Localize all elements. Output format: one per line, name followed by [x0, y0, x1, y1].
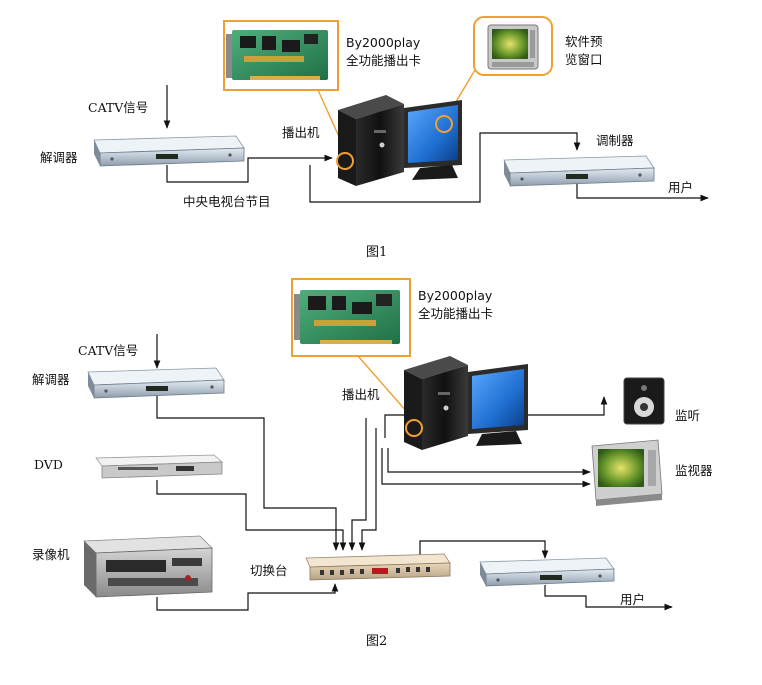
fig1-player-to-modulator	[309, 132, 581, 203]
fig1-connectors	[163, 64, 709, 203]
fig2-demod-label: 解调器	[32, 372, 70, 387]
pcb-card-icon	[294, 290, 400, 344]
speaker-icon	[623, 377, 665, 425]
fig2-monitor-label: 监视器	[675, 463, 713, 478]
fig2-player-to-switcher-a	[348, 418, 367, 551]
rack-unit-icon	[93, 135, 245, 167]
fig2-card-slot-highlight	[405, 419, 423, 437]
pc-tower-icon	[404, 356, 468, 450]
fig1-card-box	[223, 20, 339, 91]
fig2-card-box	[291, 278, 411, 357]
fig2-player-to-switcher-b	[358, 428, 377, 551]
rack-unit-icon	[503, 155, 655, 187]
fig2-caption: 图2	[366, 634, 387, 649]
pcb-card-icon	[226, 30, 328, 80]
fig1-screen-highlight	[435, 115, 453, 133]
fig2-user-label: 用户	[620, 592, 645, 607]
fig1-preview-line1: 软件预	[565, 34, 603, 49]
fig2-card-subtitle: 全功能播出卡	[418, 306, 493, 321]
fig2-dvd-label: DVD	[34, 457, 63, 472]
fig1-demod-label: 解调器	[40, 150, 78, 165]
fig2-switcher-label: 切换台	[250, 563, 288, 578]
fig1-card-subtitle: 全功能播出卡	[346, 53, 421, 68]
fig1-demod-to-player	[166, 154, 333, 183]
dvd-player-icon	[95, 454, 224, 479]
crt-monitor-icon	[487, 24, 539, 70]
fig1-card-slot-highlight	[336, 152, 354, 170]
fig2-card-title: By2000play	[418, 288, 493, 303]
fig1-card-title: By2000play	[346, 35, 421, 50]
fig2-player-to-monitor-a	[387, 448, 591, 476]
figure-1: By2000play 全功能播出卡 软件预 览窗口 CATV信号 解调器 播出机…	[40, 16, 709, 260]
fig2-vcr-label: 录像机	[32, 547, 70, 562]
figure-2: By2000play 全功能播出卡 CATV信号 解调器 DVD 录像机 播出机…	[32, 278, 713, 649]
rack-unit-icon	[479, 557, 615, 587]
lcd-monitor-icon	[404, 100, 462, 180]
fig1-caption: 图1	[366, 245, 387, 260]
fig1-modulator-label: 调制器	[596, 133, 634, 148]
fig1-preview-line2: 览窗口	[565, 52, 603, 67]
fig1-catv-label: CATV信号	[88, 100, 148, 115]
fig1-player-label: 播出机	[282, 125, 320, 140]
vcr-deck-icon	[83, 535, 213, 598]
fig1-user-label: 用户	[668, 180, 693, 195]
fig2-speaker-label: 监听	[675, 408, 700, 423]
fig2-modulator-to-user	[544, 585, 673, 611]
fig2-demod-to-switcher	[156, 395, 340, 551]
switcher-icon	[305, 553, 451, 581]
fig2-player-to-monitor-b	[381, 448, 591, 488]
lcd-monitor-icon	[468, 364, 528, 446]
fig2-vcr-to-switcher	[156, 583, 339, 611]
fig2-switcher-to-modulator	[419, 540, 549, 559]
fig1-preview-box	[473, 16, 553, 76]
fig2-catv-label: CATV信号	[78, 343, 138, 358]
fig2-dvd-to-switcher	[156, 480, 347, 551]
fig1-modulator-to-user	[576, 178, 709, 202]
rack-unit-icon	[87, 367, 225, 399]
crt-monitor-icon	[591, 439, 663, 506]
fig2-player-label: 播出机	[342, 387, 380, 402]
pc-tower-icon	[338, 95, 404, 186]
fig1-program-label: 中央电视台节目	[183, 194, 271, 209]
